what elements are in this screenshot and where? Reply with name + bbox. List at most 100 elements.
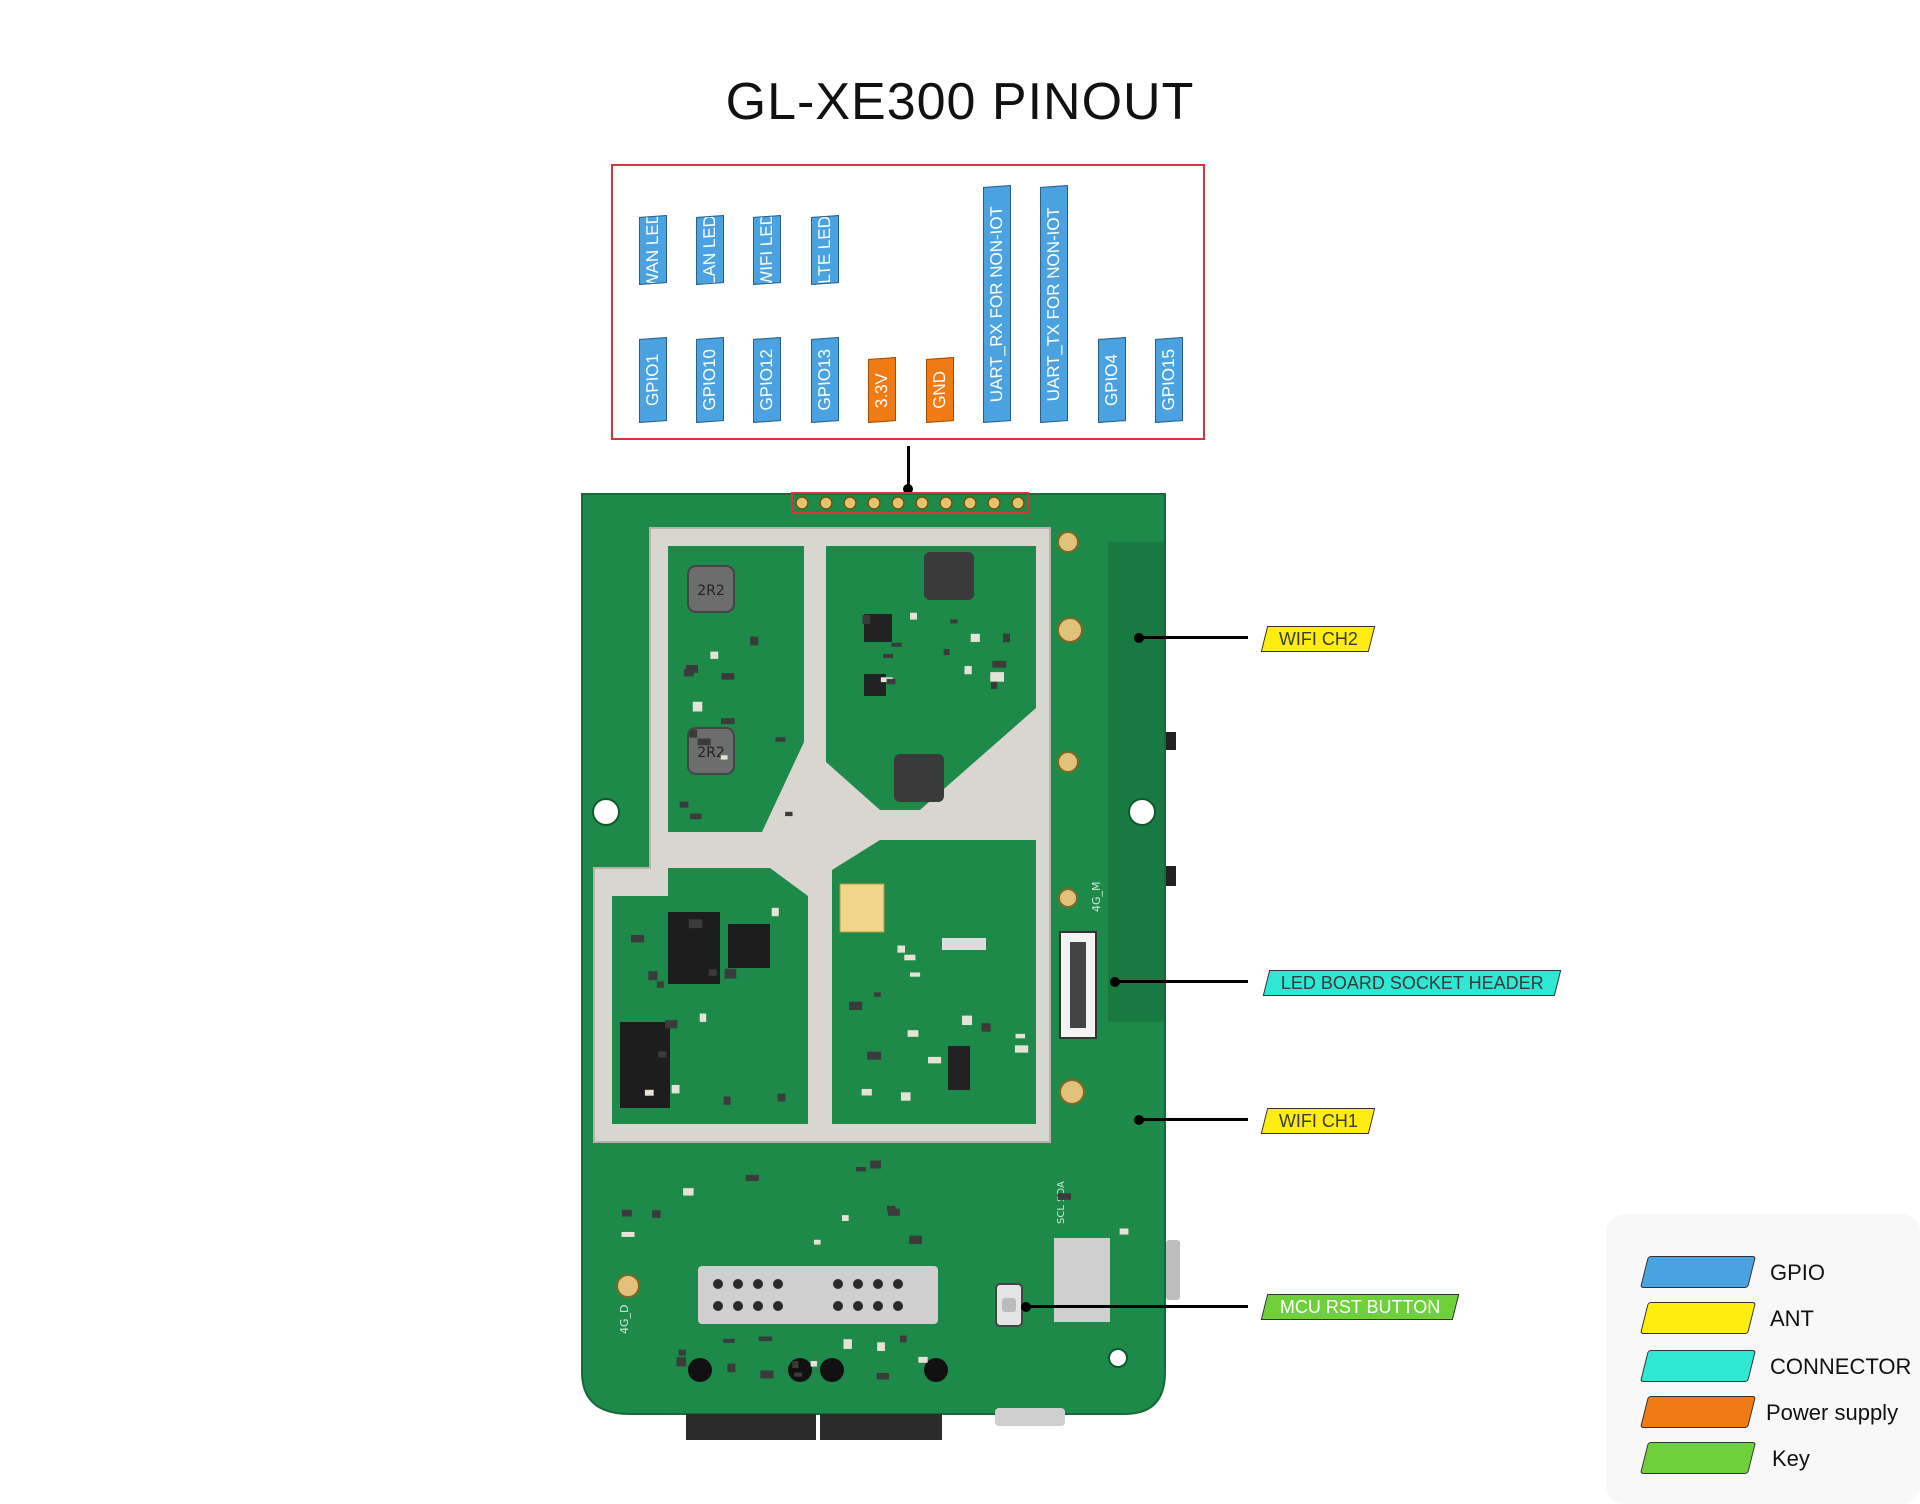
io-pad — [773, 1301, 783, 1311]
smd-component — [810, 1361, 818, 1367]
smd-component — [671, 1084, 680, 1094]
smd-component — [899, 1335, 907, 1343]
smd-component — [886, 678, 896, 685]
io-pad — [733, 1279, 743, 1289]
smd-component — [692, 701, 703, 712]
smd-component — [970, 633, 980, 642]
led-board-socket-header-leader — [1116, 980, 1248, 983]
pin-label-wan-led: WAN LED — [639, 215, 667, 285]
smd-component — [721, 673, 735, 680]
io-pad — [713, 1279, 723, 1289]
pin-label-gnd: GND — [926, 357, 954, 423]
smd-component — [723, 1096, 731, 1105]
smd-component — [900, 1092, 911, 1101]
pin-label-gpio1: GPIO1 — [639, 337, 667, 423]
smd-component — [867, 1051, 882, 1060]
smd-component — [723, 1338, 735, 1343]
pin-label-gpio13: GPIO13 — [811, 337, 839, 423]
smd-component — [962, 1015, 973, 1026]
header-pin-pad — [843, 496, 857, 510]
smd-component — [813, 1239, 821, 1245]
io-pad — [893, 1301, 903, 1311]
io-pad — [773, 1279, 783, 1289]
header-leader-line — [907, 446, 910, 490]
io-pad — [853, 1279, 863, 1289]
smd-component — [683, 1188, 694, 1196]
smd-component — [928, 1056, 942, 1064]
wifi-ch1-leader — [1140, 1118, 1248, 1121]
smd-component — [855, 1166, 867, 1172]
smd-component — [891, 642, 902, 647]
smd-component — [678, 1349, 686, 1356]
smd-component — [793, 1372, 803, 1377]
smd-component — [658, 1051, 667, 1058]
wifi-ch2-dot — [1134, 633, 1144, 643]
io-pad — [753, 1279, 763, 1289]
smd-component — [897, 945, 906, 953]
header-pin-pad — [795, 496, 809, 510]
legend-label-gpio: GPIO — [1770, 1260, 1826, 1285]
smd-component — [964, 665, 972, 675]
io-pad — [713, 1301, 723, 1311]
smd-component — [720, 755, 728, 760]
smd-component — [861, 1088, 872, 1096]
io-pad — [893, 1279, 903, 1289]
smd-component — [843, 1339, 852, 1349]
smd-component — [992, 660, 1007, 668]
smd-component — [849, 1001, 863, 1010]
smd-component — [720, 718, 735, 725]
smd-component — [760, 1370, 774, 1379]
svg-text:2R2: 2R2 — [697, 583, 725, 599]
io-pad — [833, 1301, 843, 1311]
smd-component — [724, 968, 737, 979]
legend-swatch-key — [1640, 1442, 1756, 1474]
smd-component — [648, 971, 658, 981]
smd-component — [907, 1030, 919, 1037]
legend-label-key: Key — [1772, 1446, 1810, 1471]
header-pin-pad — [939, 496, 953, 510]
smd-component — [877, 1342, 885, 1352]
smd-component — [841, 1215, 849, 1221]
wifi-ch1-tag: WIFI CH1 — [1260, 1108, 1376, 1134]
mcu-rst-button-dot — [1021, 1302, 1031, 1312]
pin-label-gpio4: GPIO4 — [1098, 337, 1126, 423]
svg-text:2R2: 2R2 — [697, 745, 725, 761]
smd-component — [758, 1336, 773, 1342]
smd-component — [777, 1093, 786, 1102]
pin-label-wifi-led: WIFI LED — [753, 215, 781, 285]
smd-component — [883, 653, 894, 659]
mcu-rst-button-tag: MCU RST BUTTON — [1260, 1294, 1460, 1320]
header-pin-pad — [963, 496, 977, 510]
led-board-socket-header-dot — [1110, 977, 1120, 987]
smd-component — [771, 907, 779, 917]
svg-text:4G_M: 4G_M — [1090, 881, 1103, 912]
pin-label-gpio12: GPIO12 — [753, 337, 781, 423]
legend-swatch-ant — [1640, 1302, 1756, 1334]
smd-component — [862, 615, 871, 625]
smd-component — [991, 681, 998, 690]
legend-swatch-gpio — [1640, 1256, 1756, 1288]
pin-label-uart-tx: UART_TX FOR NON-IOT — [1040, 185, 1068, 423]
smd-component — [708, 969, 717, 976]
smd-component — [727, 1363, 736, 1373]
smd-component — [676, 1357, 687, 1367]
smd-component — [665, 1020, 678, 1029]
pin-header — [791, 492, 1029, 514]
wifi-ch1-dot — [1134, 1115, 1144, 1125]
pin-label-3v3: 3.3V — [868, 357, 896, 423]
wifi-ch2-tag: WIFI CH2 — [1260, 626, 1376, 652]
smd-component — [886, 1205, 896, 1212]
smd-component — [904, 954, 916, 961]
io-pad — [833, 1279, 843, 1289]
io-pad — [753, 1301, 763, 1311]
pcb-board: 2R2 2R2 4G_D 4G_M SCL SDA — [581, 492, 1180, 1440]
smd-component — [656, 981, 664, 988]
smd-component — [870, 1160, 881, 1169]
pin-label-uart-rx: UART_RX FOR NON-IOT — [983, 185, 1011, 423]
io-pad — [853, 1301, 863, 1311]
smd-component — [887, 1208, 900, 1216]
legend-swatch-connector — [1640, 1350, 1756, 1382]
wifi-ch2-leader — [1140, 636, 1248, 639]
smd-component — [910, 612, 917, 620]
io-pad — [873, 1301, 883, 1311]
